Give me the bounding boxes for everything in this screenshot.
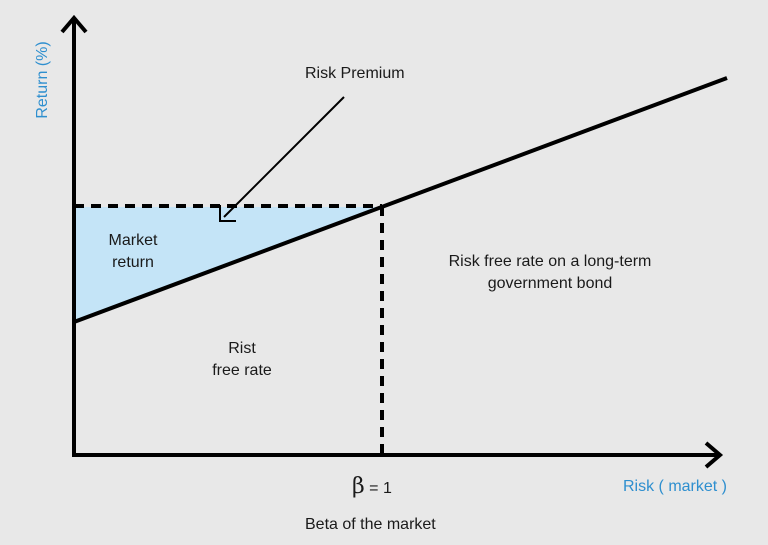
bond-rate-label-line2: government bond xyxy=(487,275,613,292)
market-return-label: Market return xyxy=(109,230,158,274)
x-axis-label: Risk ( market ) xyxy=(623,478,727,495)
beta-symbol: β xyxy=(352,474,365,499)
y-axis-arrowhead xyxy=(60,14,88,34)
security-market-line xyxy=(73,76,728,324)
x-axis-arrowhead xyxy=(704,441,724,469)
risk-premium-label: Risk Premium xyxy=(305,65,405,82)
y-axis-label: Return (%) xyxy=(34,41,51,119)
risk-premium-arrowhead xyxy=(219,205,236,222)
risk-free-rate-label: Rist free rate xyxy=(212,338,272,382)
market-return-label-line2: return xyxy=(112,254,154,271)
bond-rate-label-line1: Risk free rate on a long-term xyxy=(448,253,652,270)
risk-premium-arrow xyxy=(223,96,345,218)
beta-label: β = 1 xyxy=(352,476,392,500)
risk-free-rate-label-line1: Rist xyxy=(228,340,256,357)
market-return-label-line1: Market xyxy=(108,232,158,249)
beta-value: = 1 xyxy=(369,480,392,497)
bond-rate-label: Risk free rate on a long-term government… xyxy=(449,251,652,295)
risk-free-rate-label-line2: free rate xyxy=(212,362,272,379)
beta-caption: Beta of the market xyxy=(305,516,436,533)
